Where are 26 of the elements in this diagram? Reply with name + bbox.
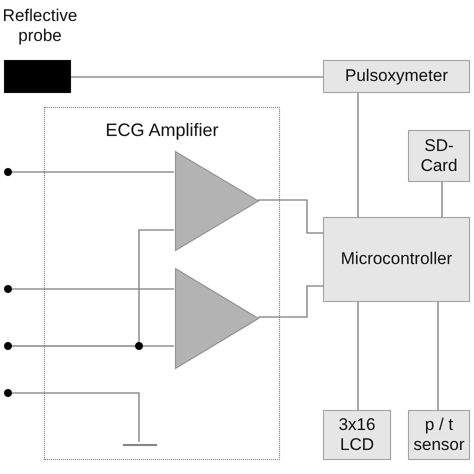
block-box: 3x16 LCD	[323, 410, 391, 460]
block-box: p / t sensor	[408, 410, 470, 460]
wire	[437, 302, 439, 410]
wire	[357, 302, 359, 410]
terminal-dot	[4, 389, 12, 397]
terminal-dot	[4, 342, 12, 350]
wire	[258, 285, 323, 318]
amplifier-group-box	[44, 107, 280, 460]
ground-symbol	[123, 443, 157, 447]
terminal-dot	[4, 285, 12, 293]
amplifier-triangle	[175, 151, 259, 251]
block-box: Microcontroller	[323, 217, 470, 302]
block-box: Pulsoxymeter	[323, 60, 470, 93]
wire	[12, 288, 174, 290]
amplifier-triangle	[175, 268, 259, 369]
wire	[12, 392, 140, 442]
terminal-dot	[4, 168, 12, 176]
block-box: SD-Card	[408, 130, 470, 182]
probe-label: Reflective probe	[2, 6, 78, 47]
wire	[357, 93, 359, 217]
wire	[258, 199, 323, 234]
wire	[12, 229, 174, 347]
wire	[12, 171, 174, 173]
wire	[441, 182, 443, 217]
wire	[71, 76, 323, 78]
group-title: ECG Amplifier	[104, 120, 220, 141]
